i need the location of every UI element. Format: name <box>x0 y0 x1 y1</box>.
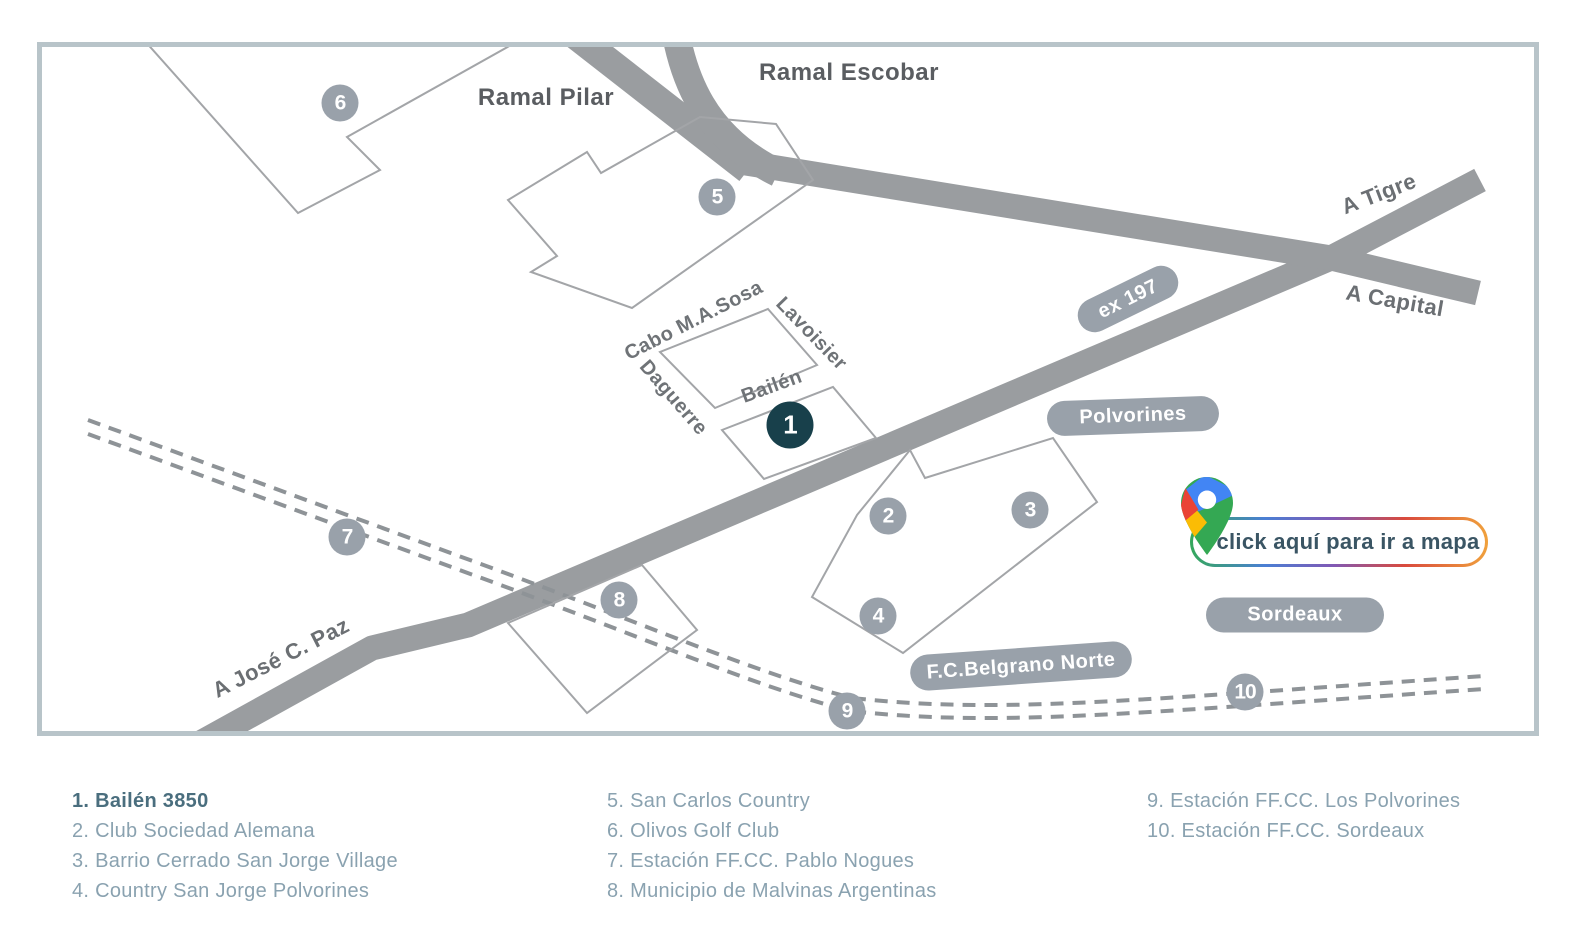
polygon-olivos-golf-club <box>148 47 510 215</box>
map-marker-7: 7 <box>328 518 366 556</box>
legend-item-1: 1. Bailén 3850 <box>72 790 209 812</box>
legend-item-9: 9. Estación FF.CC. Los Polvorines <box>1147 790 1461 812</box>
map-marker-8: 8 <box>600 581 638 619</box>
railway-track-outer <box>87 418 1485 708</box>
legend-column-3: 9. Estación FF.CC. Los Polvorines 10. Es… <box>1147 786 1460 846</box>
google-maps-pin-icon[interactable] <box>1181 477 1233 555</box>
road-ramal-escobar <box>664 47 785 186</box>
legend-item-10: 10. Estación FF.CC. Sordeaux <box>1147 820 1425 842</box>
road-ramal-a-capital <box>743 150 1481 306</box>
map-marker-3: 3 <box>1011 491 1049 529</box>
legend-item-7: 7. Estación FF.CC. Pablo Nogues <box>607 850 915 872</box>
legend-item-5: 5. San Carlos Country <box>607 790 811 812</box>
block-bailen-3850 <box>720 385 878 481</box>
open-map-button-label: click aquí para ir a mapa <box>1216 529 1480 554</box>
polygon-san-jorge <box>810 436 1099 655</box>
road-ex197-a-tigre <box>196 168 1486 731</box>
map-marker-5: 5 <box>698 178 736 216</box>
map-canvas: Ramal Pilar Ramal Escobar A Tigre A Capi… <box>37 42 1539 736</box>
legend-item-3: 3. Barrio Cerrado San Jorge Village <box>72 850 398 872</box>
badge-polvorines: Polvorines <box>1046 395 1220 437</box>
badge-sordeaux: Sordeaux <box>1206 597 1384 633</box>
map-marker-1: 1 <box>766 401 814 449</box>
map-marker-4: 4 <box>859 597 897 635</box>
railway-track-inner <box>87 432 1485 721</box>
map-marker-2: 2 <box>869 497 907 535</box>
legend-item-6: 6. Olivos Golf Club <box>607 820 780 842</box>
legend-column-2: 5. San Carlos Country 6. Olivos Golf Clu… <box>607 786 937 906</box>
legend-item-4: 4. Country San Jorge Polvorines <box>72 880 370 902</box>
map-marker-9: 9 <box>828 692 866 730</box>
map-marker-10: 10 <box>1226 673 1264 711</box>
legend-item-8: 8. Municipio de Malvinas Argentinas <box>607 880 937 902</box>
block-cabo-sosa <box>658 307 819 410</box>
polygon-municipio-malvinas <box>506 563 699 715</box>
open-map-button[interactable]: click aquí para ir a mapa <box>1190 517 1488 567</box>
polygon-san-carlos-country <box>506 115 815 310</box>
map-marker-6: 6 <box>321 84 359 122</box>
map-artwork <box>87 47 1486 731</box>
legend-column-1: 1. Bailén 3850 2. Club Sociedad Alemana … <box>72 786 398 906</box>
legend-item-2: 2. Club Sociedad Alemana <box>72 820 315 842</box>
